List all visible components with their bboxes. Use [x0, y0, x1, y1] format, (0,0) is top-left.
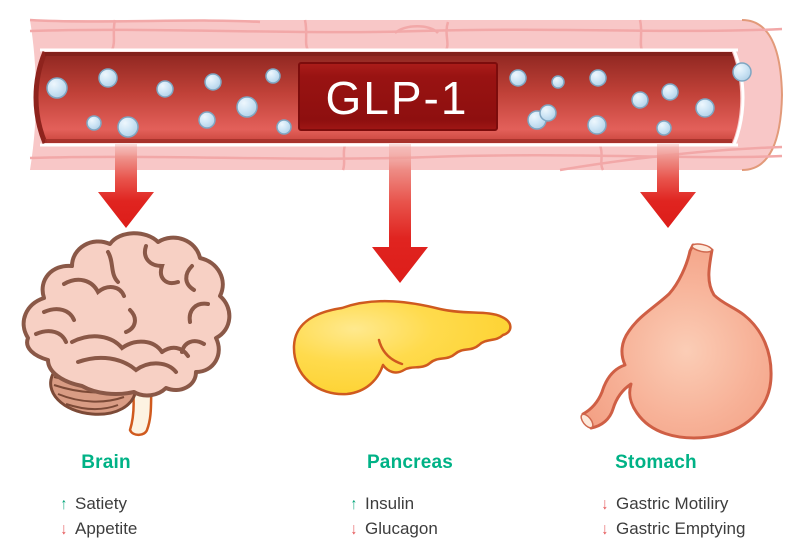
effect-appetite: ↓ Appetite [60, 517, 138, 542]
glp1-molecule-icon [509, 69, 527, 87]
vessel-wall-cell-lines [29, 18, 783, 172]
glp1-molecule-icon [589, 69, 607, 87]
brain-sulci-lines [34, 244, 210, 374]
effect-label: Insulin [365, 494, 415, 513]
duodenum-opening [580, 413, 594, 429]
down-arrow-to-stomach [640, 144, 696, 228]
lumen-top-shadow [45, 52, 732, 56]
cerebrum [21, 231, 232, 398]
effect-label: Gastric Emptying [616, 519, 746, 538]
down-arrow-to-pancreas [372, 144, 428, 283]
stomach-effects-column: Stomach ↓ Gastric Motiliry ↓ Gastric Emp… [601, 452, 786, 538]
down-arrow-icon: ↓ [601, 521, 609, 538]
down-arrow-icon: ↓ [60, 521, 68, 538]
stomach-effects-list: ↓ Gastric Motiliry ↓ Gastric Emptying [601, 492, 746, 542]
stomach-body [581, 243, 773, 440]
vessel-end-cap-edge [741, 19, 784, 171]
lumen-right-rim [732, 49, 745, 146]
stomach-illustration [580, 243, 773, 440]
blood-vessel-illustration: GLP-1 [29, 18, 784, 283]
glp1-molecule-icon [656, 120, 672, 136]
effect-insulin: ↑ Insulin [350, 492, 438, 517]
glp1-molecule-icon [198, 111, 216, 129]
pancreas-body [292, 299, 512, 396]
glp1-title: GLP-1 [326, 72, 469, 124]
glp1-molecule-icon [631, 91, 649, 109]
esophagus-opening [691, 243, 713, 253]
glp1-label-box [298, 62, 498, 131]
glp1-molecule-icon [98, 68, 118, 88]
down-arrow-icon: ↓ [350, 521, 358, 538]
brain-effects-list: ↑ Satiety ↓ Appetite [60, 492, 138, 542]
glp1-molecule-icon [276, 119, 292, 135]
lumen-left-cut-edge [33, 51, 48, 144]
effect-label: Gastric Motiliry [616, 494, 729, 513]
glp1-molecule-icon [204, 73, 222, 91]
effect-label: Appetite [75, 519, 138, 538]
pancreas-duct-line [377, 338, 404, 366]
glp1-molecule-icon [551, 75, 565, 89]
brain-label: Brain [81, 452, 131, 473]
glp1-molecule-icon [86, 115, 102, 131]
brain-illustration [21, 231, 232, 437]
glp1-molecule-icon [695, 98, 715, 118]
glp1-molecule-icon [156, 80, 174, 98]
stomach-label: Stomach [615, 452, 697, 473]
glp1-molecule-icon [46, 77, 68, 99]
glp1-molecule-icon [732, 62, 752, 82]
glp1-molecule-icon [236, 96, 258, 118]
pancreas-illustration [292, 299, 512, 396]
up-arrow-icon: ↑ [60, 496, 68, 513]
glp1-molecule-icon [539, 104, 557, 122]
effect-glucagon: ↓ Glucagon [350, 517, 438, 542]
pancreas-label: Pancreas [366, 452, 454, 473]
effect-satiety: ↑ Satiety [60, 492, 137, 517]
pancreas-effects-column: Pancreas ↑ Insulin ↓ Glucagon [350, 452, 470, 538]
effect-label: Glucagon [365, 519, 438, 538]
glp1-molecule-icon [117, 116, 139, 138]
glp1-molecule-icon [661, 83, 679, 101]
effect-gastric-emptying: ↓ Gastric Emptying [601, 517, 746, 542]
lumen-bottom-shadow [45, 139, 732, 143]
glp1-molecule-icon [587, 115, 607, 135]
pancreas-effects-list: ↑ Insulin ↓ Glucagon [350, 492, 438, 542]
down-arrow-to-brain [98, 144, 154, 228]
glp1-molecules [46, 62, 752, 138]
effect-gastric-motility: ↓ Gastric Motiliry [601, 492, 745, 517]
up-arrow-icon: ↑ [350, 496, 358, 513]
glp1-molecule-icon [265, 68, 281, 84]
effect-label: Satiety [75, 494, 127, 513]
down-arrow-icon: ↓ [601, 496, 609, 513]
